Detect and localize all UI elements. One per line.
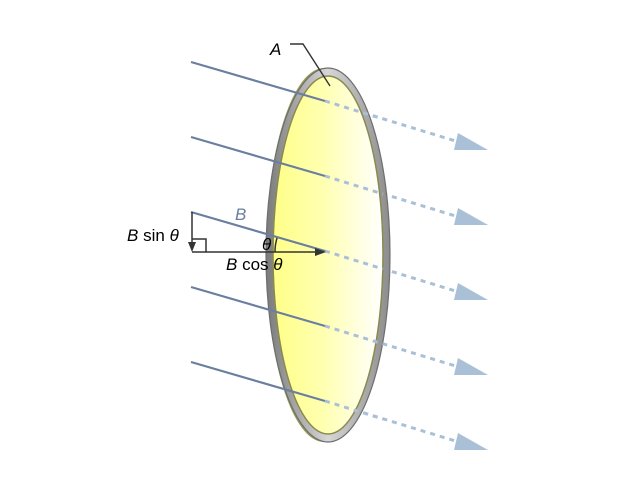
- dashed-disk-2: [324, 174, 384, 196]
- disk-outer-edge: [265, 67, 391, 443]
- theta-arc: [274, 237, 278, 253]
- field-line-2: [190, 135, 326, 178]
- right-angle-marker: [192, 238, 207, 252]
- arrow-head-1: [454, 133, 488, 150]
- area-leader-line: [290, 43, 331, 87]
- area-label: A: [269, 40, 281, 59]
- field-line-4: [190, 285, 326, 328]
- dashed-disk-4: [324, 324, 384, 346]
- b-sin-label: B sin θ: [127, 226, 180, 245]
- dashed-disk-5: [324, 399, 384, 421]
- field-line-3: [190, 210, 326, 253]
- field-line-1: [190, 60, 326, 103]
- dashed-field-lines-on-disk: [324, 99, 384, 421]
- arrow-head-3: [454, 283, 488, 300]
- solid-field-lines: [190, 60, 326, 403]
- dashed-disk-3: [324, 249, 384, 271]
- field-arrow-heads: [454, 133, 488, 450]
- field-line-5: [190, 360, 326, 403]
- dashed-disk-1: [324, 99, 384, 121]
- arrow-head-2: [454, 208, 488, 225]
- b-cos-label: B cos θ: [226, 255, 283, 274]
- field-label: B: [235, 205, 246, 224]
- theta-label: θ: [262, 235, 272, 254]
- disk-surface: [273, 76, 383, 434]
- loop-disk: [265, 67, 391, 443]
- arrow-head-5: [454, 433, 488, 450]
- b-sin-arrow-head: [188, 242, 196, 252]
- disk-inner-edge: [272, 75, 384, 435]
- vector-components: [188, 212, 326, 256]
- b-cos-arrow-head: [315, 248, 326, 256]
- arrow-head-4: [454, 358, 488, 375]
